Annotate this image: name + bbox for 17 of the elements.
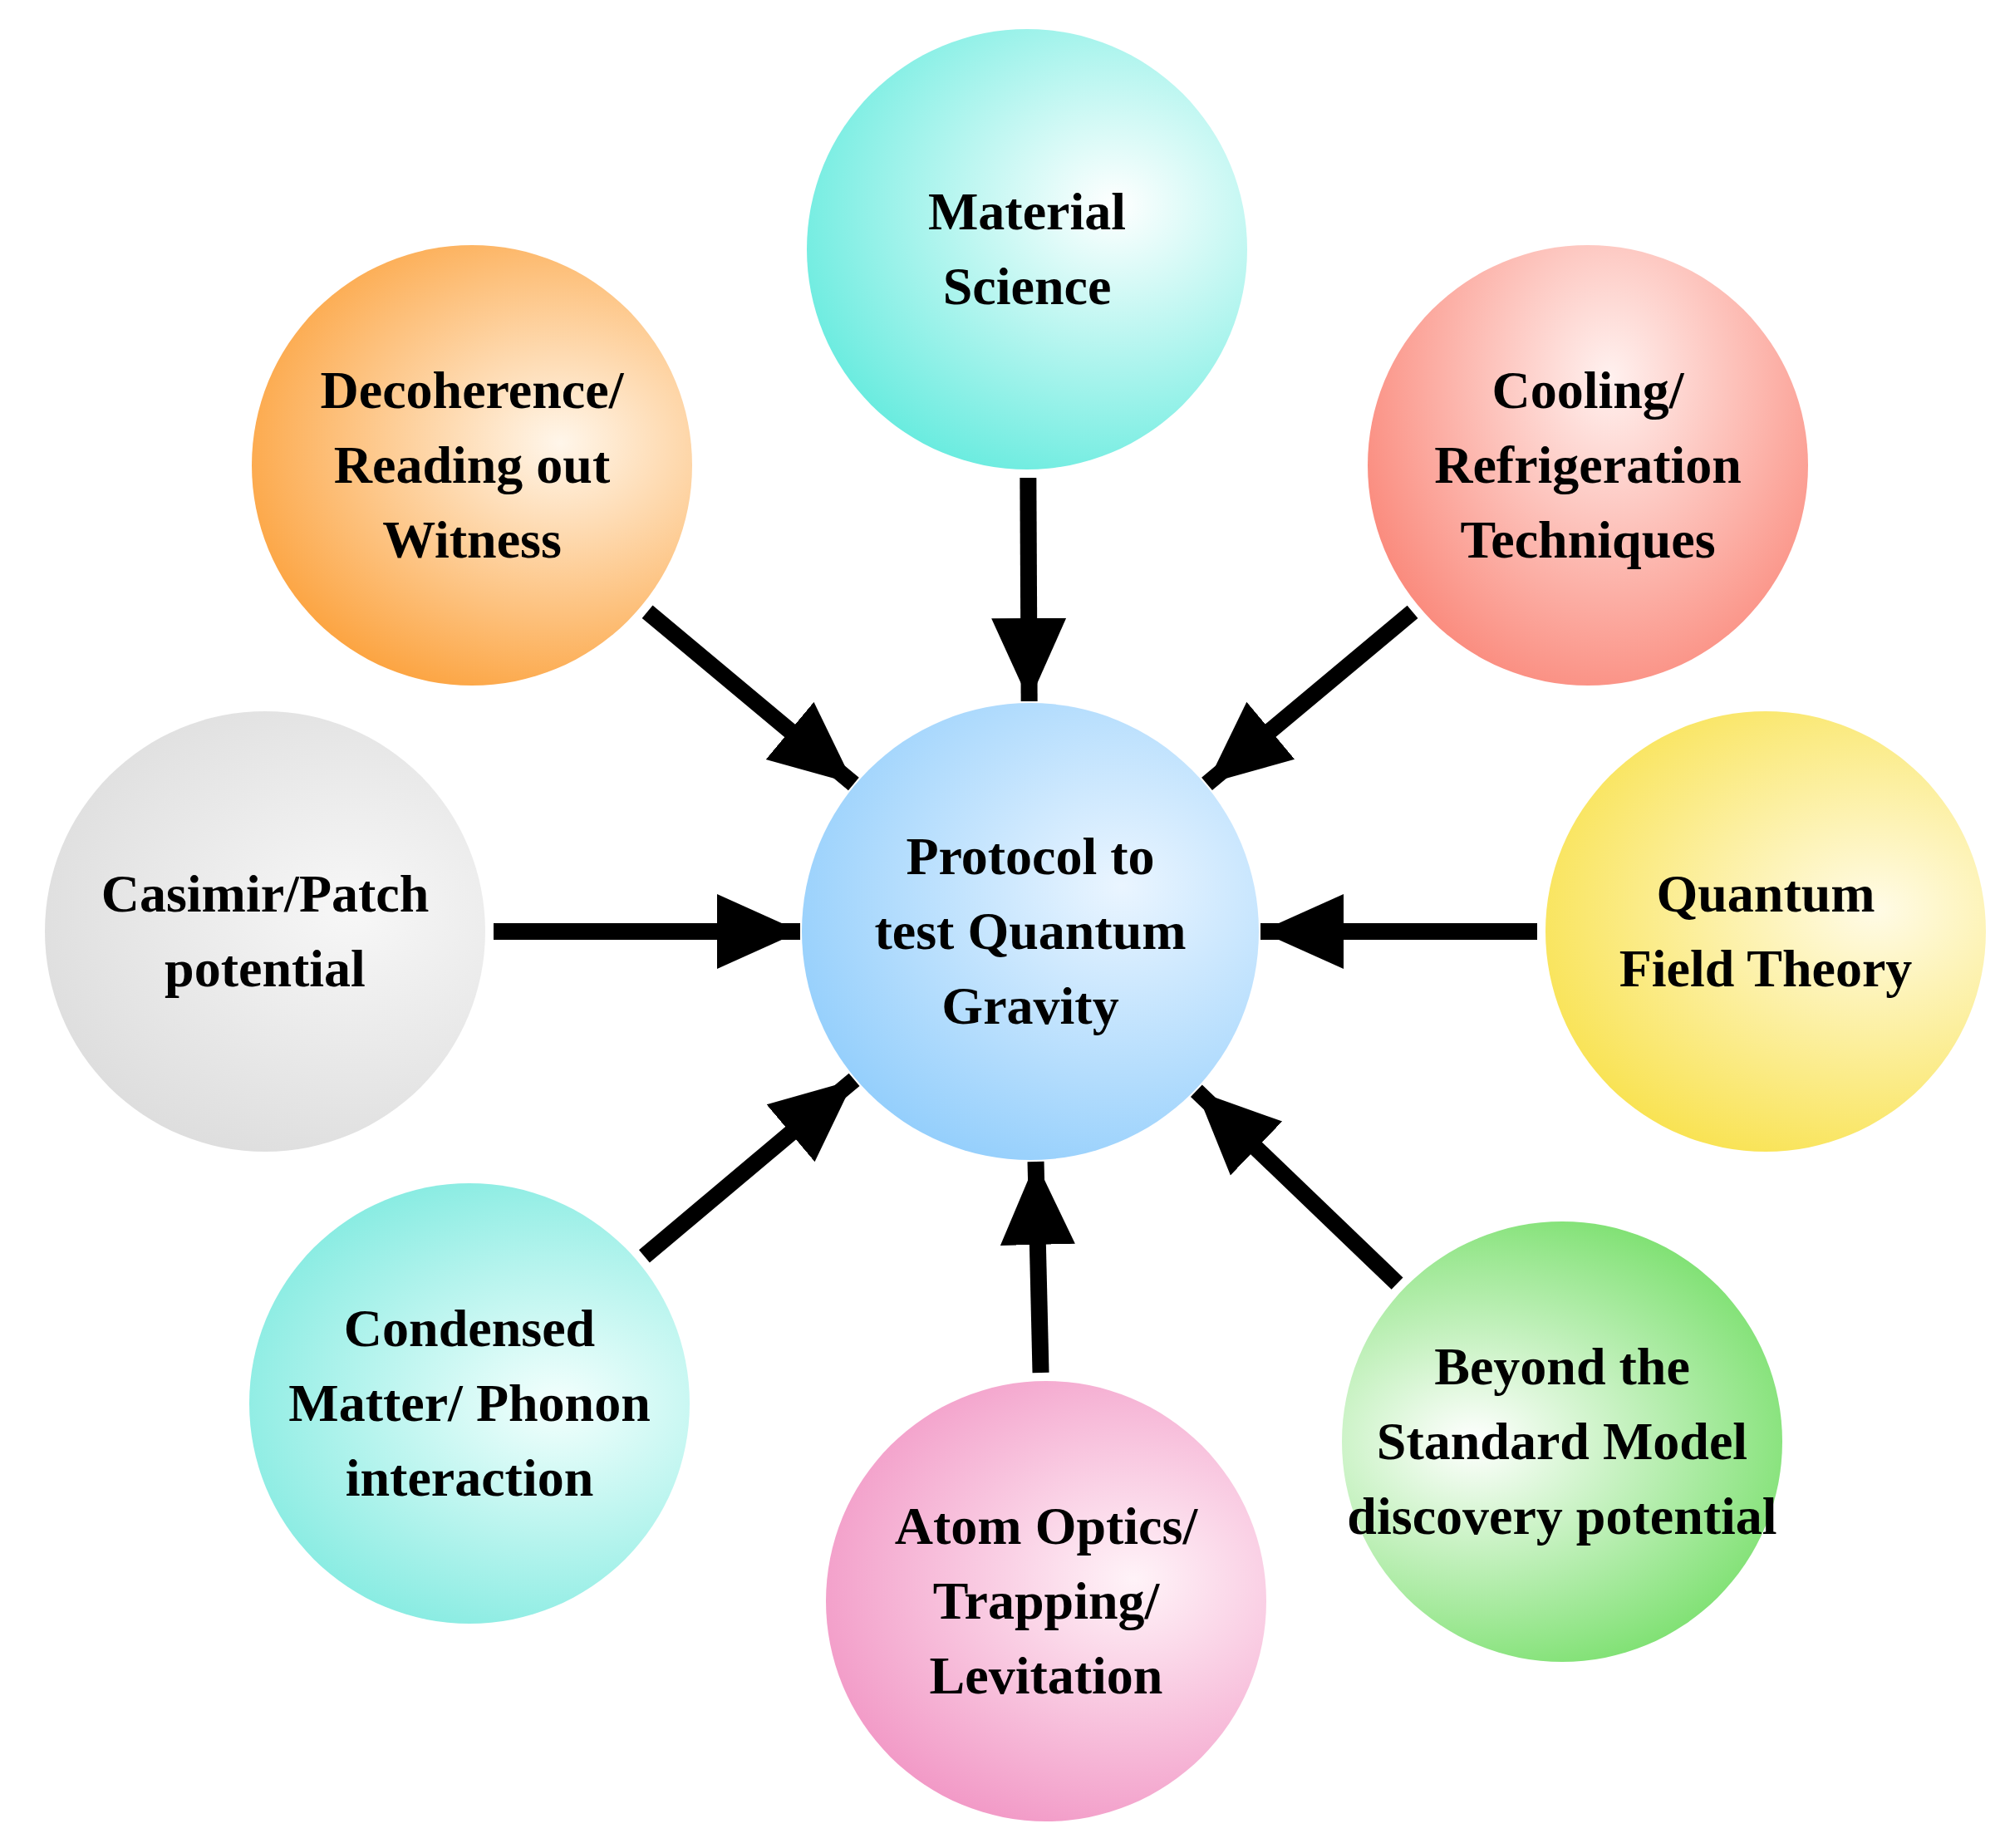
circle-label: Condensed Matter/ Phonon interaction	[287, 1298, 651, 1509]
circle-label: Quantum Field Theory	[1618, 863, 1914, 1000]
circle-label: Cooling/ Refrigeration Techniques	[1433, 360, 1742, 571]
arrow	[1260, 894, 1537, 969]
circle-label: Protocol to test Quantum Gravity	[873, 826, 1187, 1037]
circle-label: Casimir/Patch potential	[100, 863, 430, 1000]
arrow	[494, 894, 800, 969]
arrow	[641, 605, 859, 791]
circle-label: Atom Optics/ Trapping/ Levitation	[893, 1496, 1199, 1707]
arrow	[638, 1073, 860, 1263]
arrow	[1201, 605, 1418, 790]
circle-label: Beyond the Standard Model discovery potential	[1346, 1336, 1778, 1547]
arrow	[991, 477, 1067, 702]
circle-label: Decoherence/ Reading out Witness	[319, 360, 625, 571]
circle-label: Material Science	[926, 181, 1128, 317]
arrow	[1190, 1084, 1403, 1290]
arrow	[1000, 1161, 1075, 1374]
